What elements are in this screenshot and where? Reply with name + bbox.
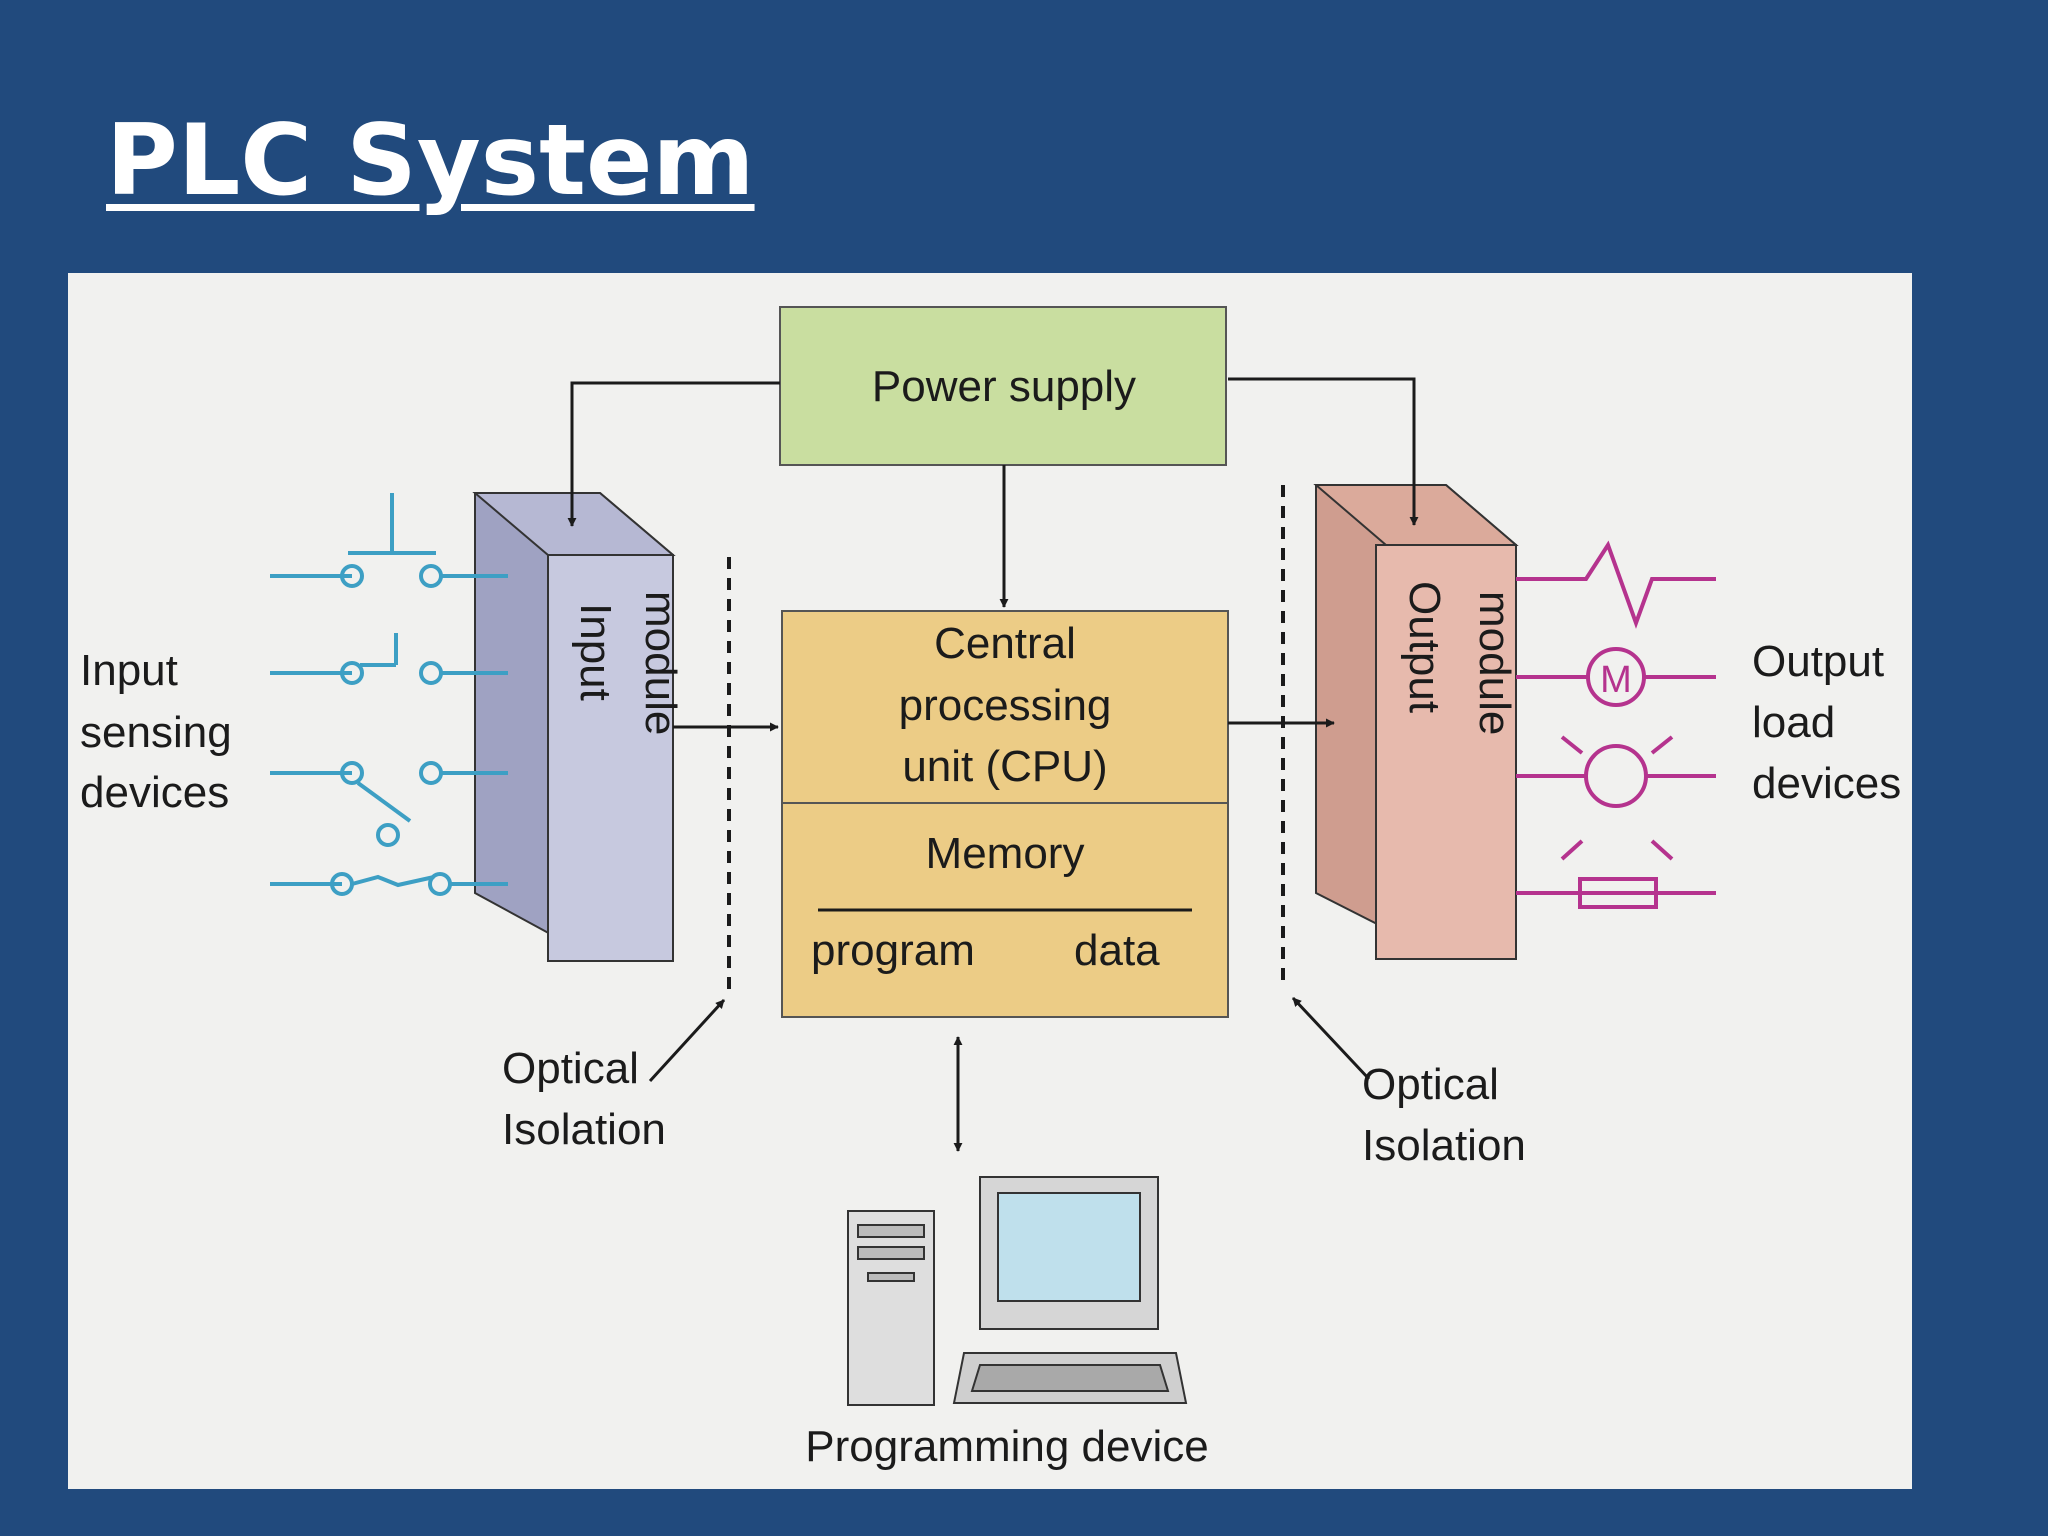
input-module: Input module bbox=[472, 492, 685, 962]
svg-text:Input: Input bbox=[80, 646, 178, 695]
input-module-word1: Input bbox=[571, 603, 620, 701]
memory-data-label: data bbox=[1074, 926, 1160, 975]
cpu-block: Central processing unit (CPU) Memory pro… bbox=[781, 610, 1229, 1018]
svg-text:Isolation: Isolation bbox=[502, 1105, 666, 1154]
svg-text:Optical: Optical bbox=[502, 1044, 639, 1093]
optical-isolation-label-left: Optical Isolation bbox=[502, 1044, 666, 1154]
computer-icon bbox=[847, 1176, 1188, 1406]
input-switch-symbols bbox=[270, 493, 508, 896]
output-load-symbols bbox=[1516, 540, 1716, 909]
svg-text:Optical: Optical bbox=[1362, 1060, 1499, 1109]
input-module-word2: module bbox=[636, 591, 685, 735]
arrow-optical-right bbox=[1291, 996, 1371, 1081]
cpu-label-line1: Central bbox=[934, 619, 1076, 668]
output-module-word2: module bbox=[1470, 591, 1519, 735]
svg-text:Isolation: Isolation bbox=[1362, 1121, 1526, 1170]
plc-diagram: .ar { stroke:#1b1b1b; stroke-width:3; fi… bbox=[80, 306, 1901, 1471]
programming-device-label: Programming device bbox=[805, 1422, 1209, 1471]
memory-label: Memory bbox=[926, 829, 1085, 878]
motor-icon: M bbox=[1600, 659, 1632, 701]
svg-text:Output: Output bbox=[1752, 637, 1884, 686]
svg-text:devices: devices bbox=[1752, 759, 1901, 808]
slide-title: PLC System bbox=[106, 104, 755, 218]
memory-program-label: program bbox=[811, 926, 975, 975]
svg-text:load: load bbox=[1752, 698, 1835, 747]
svg-text:devices: devices bbox=[80, 768, 229, 817]
output-module-word1: Output bbox=[1400, 581, 1449, 713]
svg-text:sensing: sensing bbox=[80, 708, 232, 757]
input-devices-label: Input sensing devices bbox=[80, 646, 232, 817]
power-supply-block: Power supply bbox=[779, 306, 1227, 466]
cpu-label-line3: unit (CPU) bbox=[902, 742, 1107, 791]
diagram-panel: .ar { stroke:#1b1b1b; stroke-width:3; fi… bbox=[68, 273, 1912, 1489]
output-module: Output module bbox=[1313, 484, 1519, 960]
arrow-power-to-input bbox=[567, 381, 780, 527]
output-devices-label: Output load devices bbox=[1752, 637, 1901, 808]
arrow-power-to-output bbox=[1228, 377, 1419, 526]
connection-arrows bbox=[567, 377, 1419, 1152]
cpu-label-line2: processing bbox=[899, 681, 1112, 730]
optical-isolation-label-right: Optical Isolation bbox=[1362, 1060, 1526, 1170]
arrow-optical-left bbox=[648, 998, 726, 1083]
power-supply-label: Power supply bbox=[872, 362, 1136, 411]
